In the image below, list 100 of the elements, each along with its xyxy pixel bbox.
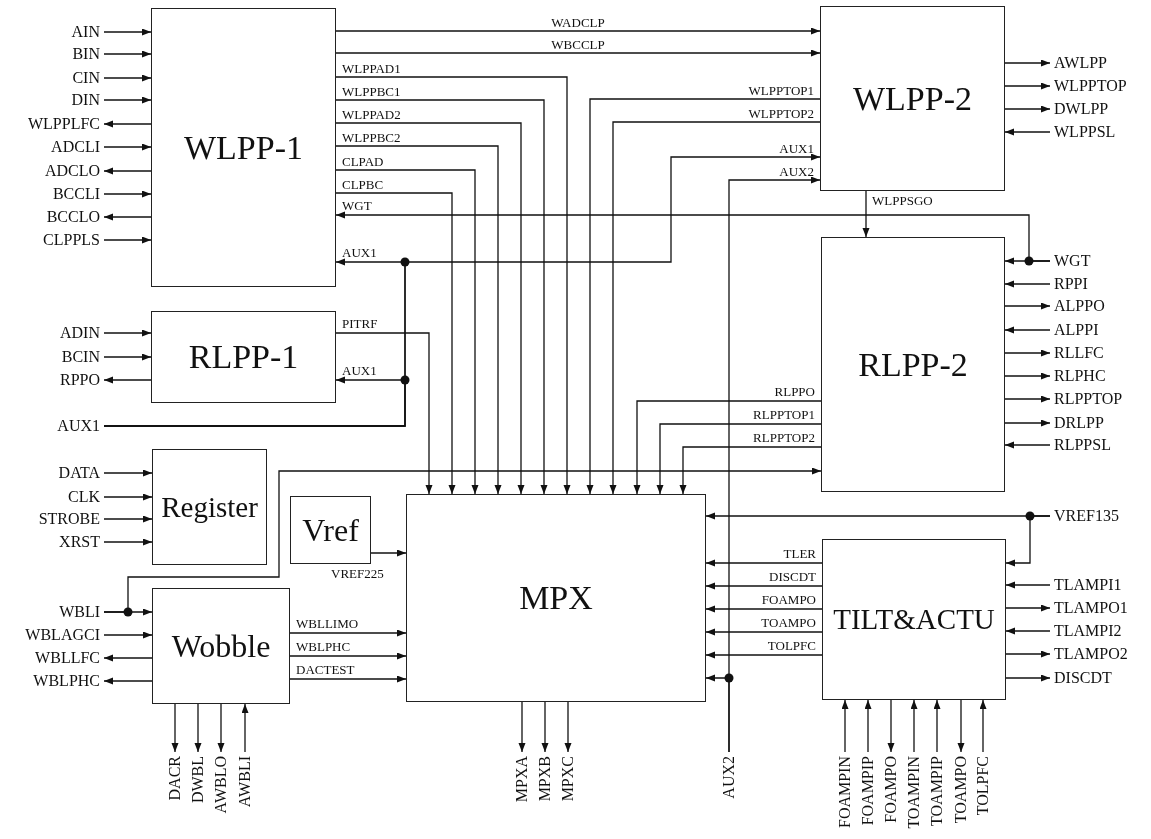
- signal-arrow: [335, 49, 821, 57]
- signal-arrow: [1004, 82, 1051, 90]
- signal-label: AUX1: [342, 246, 377, 260]
- signal-arrow: [979, 699, 987, 753]
- signal-arrow: [103, 469, 153, 477]
- pin-label: MPXA: [513, 752, 531, 807]
- pin-label: ALPPO: [1050, 297, 1109, 315]
- function-block: [151, 8, 336, 287]
- signal-arrow: [841, 699, 849, 753]
- signal-arrow: [1004, 372, 1051, 380]
- signal-arrow: [103, 467, 822, 613]
- signal-arrow: [910, 699, 918, 753]
- signal-arrow: [1005, 627, 1051, 635]
- signal-label: WBCCLP: [551, 38, 605, 52]
- signal-arrow: [103, 28, 152, 36]
- signal-arrow: [103, 96, 152, 104]
- function-block: [151, 311, 336, 403]
- signal-arrow: [1004, 59, 1051, 67]
- pin-label: DACR: [166, 752, 184, 805]
- signal-arrow: [1004, 395, 1051, 403]
- function-block: [152, 588, 290, 704]
- pin-label: WLPPTOP: [1050, 77, 1131, 95]
- signal-label: CLPBC: [342, 178, 384, 192]
- signal-arrow: [705, 512, 1051, 520]
- pin-label: TLAMPI2: [1050, 622, 1126, 640]
- signal-label: FOAMPO: [761, 593, 816, 607]
- pin-label: AWLPP: [1050, 54, 1111, 72]
- signal-arrow: [103, 631, 153, 639]
- signal-arrow: [103, 213, 152, 221]
- pin-label: TLAMPO1: [1050, 599, 1132, 617]
- signal-arrow: [103, 120, 152, 128]
- signal-label: CLPAD: [342, 155, 384, 169]
- pin-label: DATA: [54, 464, 104, 482]
- pin-label: DIN: [67, 91, 104, 109]
- signal-arrow: [609, 121, 821, 495]
- function-block: [820, 6, 1005, 191]
- signal-arrow: [705, 628, 823, 636]
- signal-label: WLPPSGO: [872, 194, 933, 208]
- signal-arrow: [1004, 349, 1051, 357]
- pin-label: TOAMPIN: [905, 752, 923, 833]
- pin-label: STROBE: [34, 510, 104, 528]
- block-title: Vref: [302, 514, 359, 546]
- function-block: [290, 496, 371, 564]
- block-title: RLPP-2: [858, 347, 968, 382]
- pin-label: TOAMPIP: [928, 752, 946, 830]
- signal-label: TOAMPO: [761, 616, 816, 630]
- pin-label: WLPPLFC: [24, 115, 104, 133]
- signal-label: AUX1: [779, 142, 814, 156]
- signal-arrow: [705, 674, 730, 753]
- pin-label: XRST: [55, 533, 104, 551]
- signal-label: TOLPFC: [767, 639, 816, 653]
- signal-arrow: [103, 353, 152, 361]
- signal-arrow: [241, 703, 249, 753]
- signal-arrow: [335, 145, 502, 495]
- pin-label: BCCLI: [48, 185, 104, 203]
- pin-label: AUX2: [720, 752, 738, 803]
- signal-arrow: [103, 515, 153, 523]
- block-title: RLPP-1: [188, 340, 299, 374]
- pin-label: FOAMPO: [882, 752, 900, 827]
- signal-label: WADCLP: [551, 16, 605, 30]
- signal-arrow: [103, 376, 152, 384]
- signal-arrow: [679, 446, 822, 495]
- pin-label: WBLLFC: [31, 649, 104, 667]
- pin-label: AUX1: [53, 417, 104, 435]
- signal-arrow: [103, 153, 821, 427]
- signal-arrow: [862, 190, 870, 238]
- signal-arrow: [1004, 441, 1051, 449]
- signal-label: RLPPTOP2: [753, 431, 815, 445]
- signal-arrow: [1004, 302, 1051, 310]
- pin-label: WBLPHC: [29, 672, 104, 690]
- pin-label: DISCDT: [1050, 669, 1116, 687]
- pin-label: WGT: [1050, 252, 1095, 270]
- signal-arrow: [656, 423, 822, 495]
- pin-label: CLPPLS: [39, 231, 104, 249]
- signal-arrow: [1004, 326, 1051, 334]
- signal-arrow: [864, 699, 872, 753]
- signal-arrow: [103, 538, 153, 546]
- pin-label: FOAMPIN: [836, 752, 854, 832]
- signal-label: WLPPBC1: [342, 85, 401, 99]
- signal-arrow: [705, 582, 823, 590]
- pin-label: AWBLI: [236, 752, 254, 812]
- signal-arrow: [335, 192, 456, 495]
- signal-arrow: [586, 98, 821, 495]
- block-title: WLPP-1: [184, 130, 303, 165]
- signal-arrow: [335, 27, 821, 35]
- pin-label: BIN: [68, 45, 104, 63]
- signal-arrow: [171, 703, 179, 753]
- signal-arrow: [705, 651, 823, 659]
- block-title: MPX: [519, 581, 593, 615]
- signal-arrow: [103, 493, 153, 501]
- signal-label: RLPPO: [774, 385, 815, 399]
- signal-arrow: [103, 143, 152, 151]
- signal-arrow: [564, 701, 572, 753]
- signal-arrow: [933, 699, 941, 753]
- signal-arrow: [289, 675, 407, 683]
- signal-arrow: [1005, 581, 1051, 589]
- pin-label: TOAMPO: [952, 752, 970, 828]
- pin-label: TLAMPO2: [1050, 645, 1132, 663]
- pin-label: DWLPP: [1050, 100, 1113, 118]
- signal-label: WGT: [342, 199, 372, 213]
